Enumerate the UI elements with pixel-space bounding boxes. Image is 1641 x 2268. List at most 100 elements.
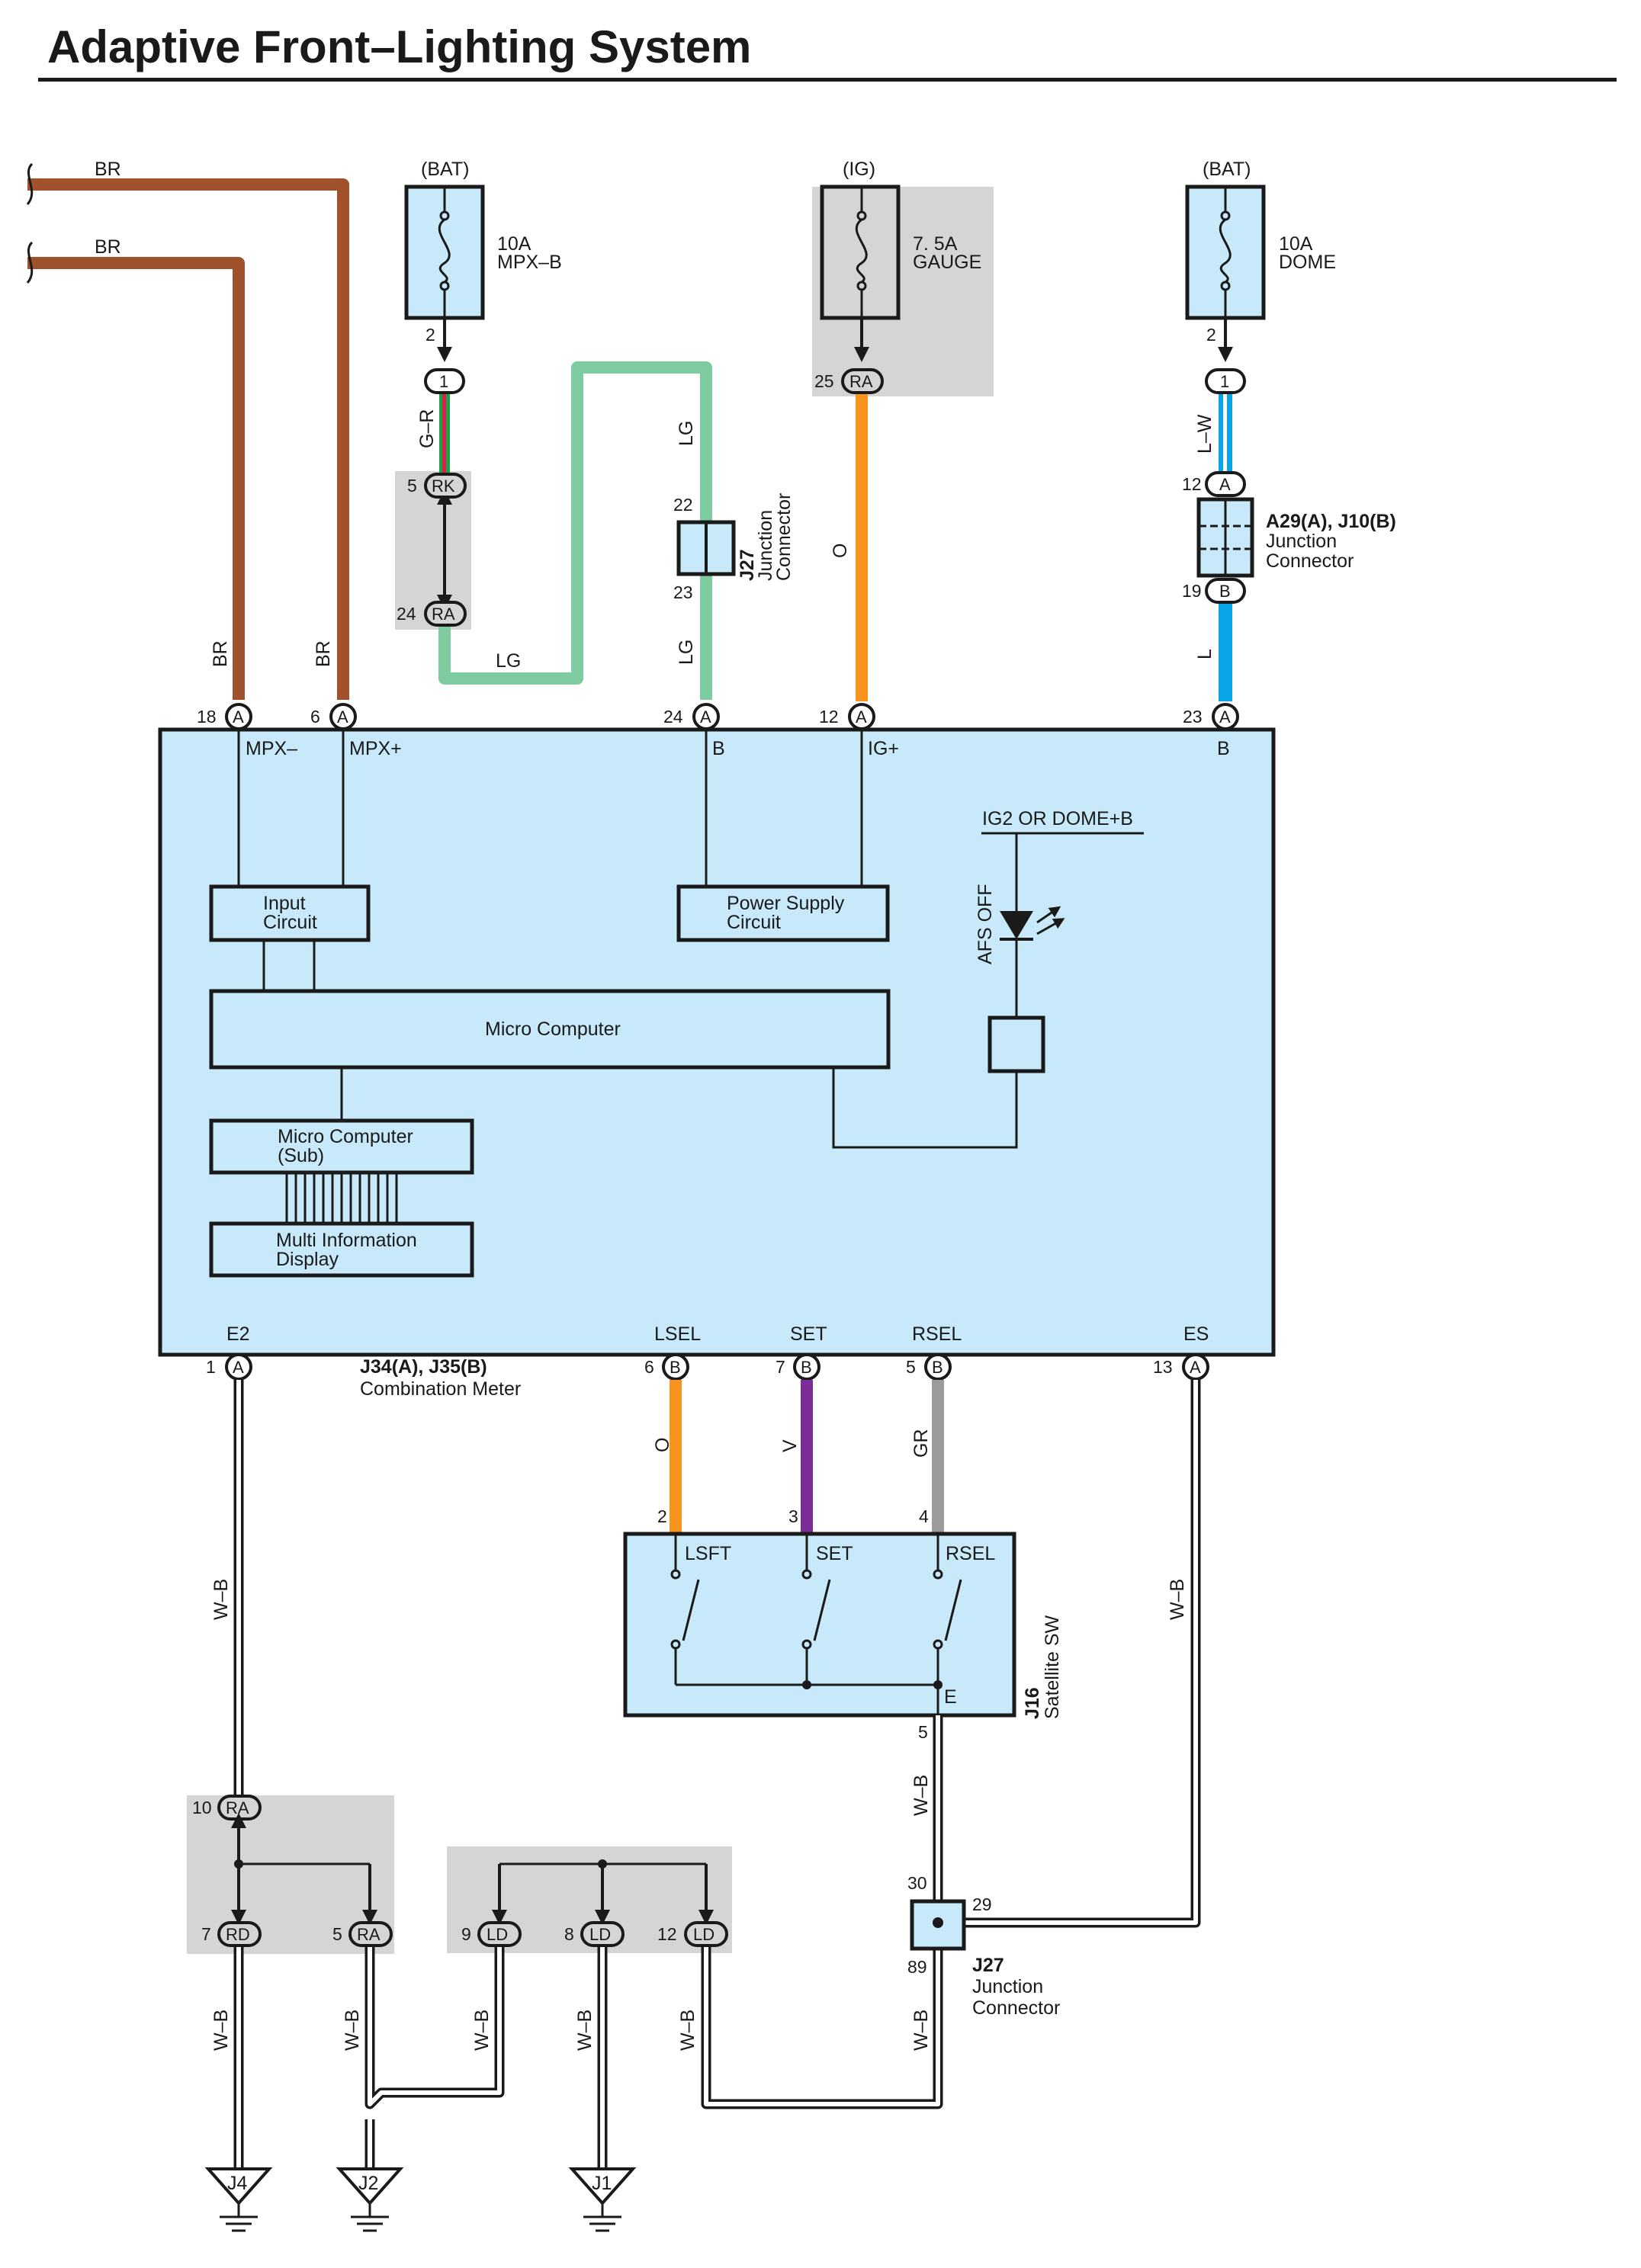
wire-break-1 <box>26 162 34 205</box>
fuse-pin: 2 <box>426 325 435 345</box>
fuse-pin: 25 <box>814 371 834 391</box>
meter-pin-18: A 18 MPX– <box>197 703 297 759</box>
input-circuit-box: Input Circuit <box>209 884 371 942</box>
svg-text:1: 1 <box>1220 372 1229 391</box>
svg-text:B: B <box>801 1358 812 1377</box>
micro-computer-box: Micro Computer <box>209 989 891 1070</box>
fuse-dome: (BAT) 10A DOME 2 <box>1185 159 1336 362</box>
svg-text:J16: J16 <box>1022 1687 1043 1719</box>
wire-label-lg: LG <box>676 640 697 665</box>
wire-label-wb: W–B <box>910 2010 932 2051</box>
svg-text:18: 18 <box>197 707 217 727</box>
svg-text:3: 3 <box>788 1506 798 1526</box>
svg-text:Connector: Connector <box>1266 550 1354 572</box>
svg-text:Junction: Junction <box>972 1976 1043 1997</box>
wire-label-gr: GR <box>910 1429 932 1458</box>
svg-text:SET: SET <box>790 1323 827 1345</box>
fuse-source: (BAT) <box>421 159 469 180</box>
wire-label-wb: W–B <box>342 2010 363 2051</box>
svg-text:RA: RA <box>357 1925 381 1944</box>
fuse-rating: 10A <box>497 233 531 255</box>
svg-text:Circuit: Circuit <box>263 912 317 933</box>
svg-text:A: A <box>700 707 711 727</box>
power-supply-circuit-box: Power Supply Circuit <box>676 884 890 942</box>
svg-text:2: 2 <box>657 1506 667 1526</box>
fuse-rating: 10A <box>1279 233 1313 255</box>
svg-text:B: B <box>670 1358 681 1377</box>
svg-text:9: 9 <box>461 1924 471 1944</box>
svg-text:LSEL: LSEL <box>654 1323 701 1345</box>
fuse-name: MPX–B <box>497 252 562 273</box>
svg-text:LD: LD <box>589 1925 611 1944</box>
svg-text:SET: SET <box>816 1543 853 1564</box>
svg-text:23: 23 <box>673 582 693 602</box>
wire-break-2 <box>26 241 34 284</box>
svg-text:7: 7 <box>776 1357 785 1377</box>
svg-text:B: B <box>1217 738 1230 759</box>
svg-text:IG+: IG+ <box>868 738 899 759</box>
wire-label-br: BR <box>95 159 121 180</box>
svg-text:LD: LD <box>693 1925 715 1944</box>
svg-text:RK: RK <box>432 476 455 496</box>
svg-text:10: 10 <box>192 1798 212 1817</box>
wb-wires <box>233 1380 1201 2169</box>
svg-text:A: A <box>1190 1358 1201 1377</box>
svg-text:Junction: Junction <box>1266 531 1337 552</box>
svg-text:ES: ES <box>1183 1323 1209 1345</box>
svg-text:B: B <box>712 738 725 759</box>
wire-label-o: O <box>652 1438 673 1452</box>
svg-text:B: B <box>1219 582 1231 601</box>
meter-pin-1: E2 A 1 <box>206 1323 252 1381</box>
svg-text:A: A <box>233 1358 244 1377</box>
fuse-rating: 7. 5A <box>913 233 958 255</box>
junction-rk: RK 5 RA 24 <box>397 473 467 627</box>
junction-ra: RA 10 RD 7 RA 5 <box>192 1795 393 1947</box>
svg-text:30: 30 <box>907 1873 927 1893</box>
svg-text:89: 89 <box>907 1957 927 1977</box>
wire-label-lg: LG <box>496 650 521 672</box>
svg-text:J4: J4 <box>227 2173 248 2194</box>
svg-text:E: E <box>944 1686 957 1708</box>
ground-j1: J1 <box>568 2167 637 2232</box>
svg-text:1: 1 <box>206 1357 216 1377</box>
multi-information-display-box: Multi Information Display <box>209 1221 474 1278</box>
l-w-wire <box>1219 393 1232 486</box>
svg-text:(Sub): (Sub) <box>278 1145 324 1166</box>
wire-label-v: V <box>779 1439 801 1452</box>
svg-text:A29(A), J10(B): A29(A), J10(B) <box>1266 511 1396 532</box>
svg-text:A: A <box>1219 475 1231 494</box>
g-r-wire <box>439 393 450 476</box>
combination-meter: A 18 MPX– A 6 MPX+ A 24 B A 12 IG+ A 23 … <box>158 703 1276 1381</box>
fuse-name: GAUGE <box>913 252 981 273</box>
wire-label-l: L <box>1194 649 1215 659</box>
svg-text:A: A <box>337 707 348 727</box>
svg-text:22: 22 <box>673 495 693 515</box>
svg-text:Micro Computer: Micro Computer <box>278 1126 413 1147</box>
svg-text:8: 8 <box>564 1924 574 1944</box>
wire-label-wb: W–B <box>210 2010 232 2051</box>
svg-text:LSFT: LSFT <box>685 1543 731 1564</box>
micro-computer-sub-box: Micro Computer (Sub) <box>209 1118 474 1175</box>
svg-text:RA: RA <box>849 372 873 391</box>
svg-text:MPX+: MPX+ <box>349 738 402 759</box>
page-title: Adaptive Front–Lighting System <box>47 21 751 72</box>
svg-text:RSEL: RSEL <box>946 1543 995 1564</box>
svg-text:RA: RA <box>226 1798 249 1817</box>
wire-label-wb: W–B <box>1167 1579 1188 1620</box>
svg-text:MPX–: MPX– <box>246 738 297 759</box>
svg-text:Connector: Connector <box>972 1997 1060 2019</box>
meter-pin-12: A 12 IG+ <box>819 703 899 759</box>
svg-text:29: 29 <box>972 1894 992 1914</box>
wire-label-wb: W–B <box>910 1775 932 1816</box>
wire-label-l-w: L–W <box>1194 414 1215 454</box>
svg-text:IG2 OR DOME+B: IG2 OR DOME+B <box>982 808 1133 829</box>
wire-label-o: O <box>830 544 851 558</box>
svg-text:19: 19 <box>1182 581 1202 601</box>
connector-gauge-ra: RA 25 <box>814 368 884 394</box>
afs-off-indicator: IG2 OR DOME+B AFS OFF <box>975 808 1133 1073</box>
j27-top-connector: 22 23 J27 Junction Connector <box>673 493 795 602</box>
connector-dome-1: 1 <box>1205 368 1246 394</box>
meter-pin-24: A 24 B <box>663 703 725 759</box>
wire-label-wb: W–B <box>574 2010 596 2051</box>
meter-pin-6: A 6 MPX+ <box>310 703 402 759</box>
